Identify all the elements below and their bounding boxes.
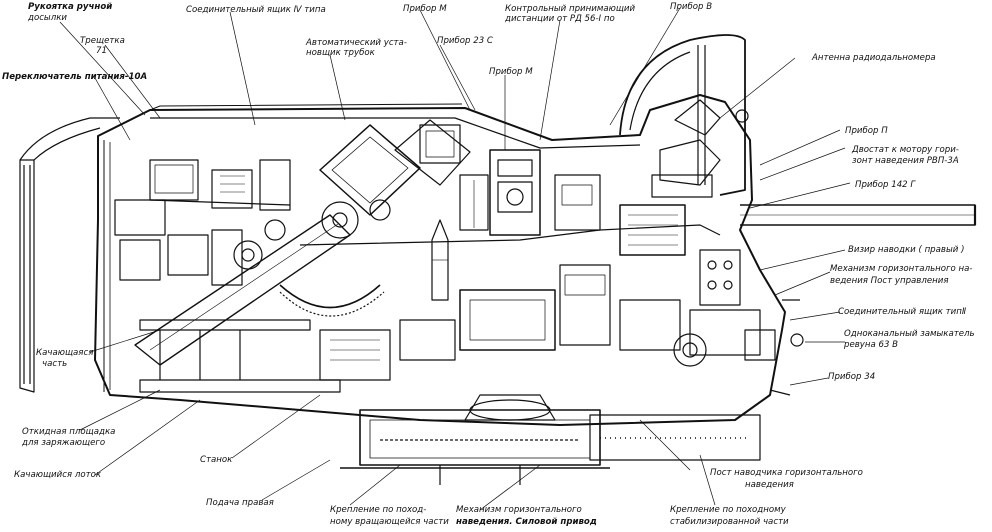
label-pribor-142g: Прибор 142 Г (855, 180, 916, 190)
label-pribor-m-1: Прибор М (403, 4, 447, 14)
label-mekh-gor-bottom-line2: наведения. Силовой привод (456, 517, 597, 527)
label-post-line2: наведения (745, 480, 794, 490)
left-shield-door (19, 117, 120, 393)
label-post-line1: Пост наводчика горизонтального (710, 468, 863, 478)
label-kreplenie-vrash-line2: ному вращающейся части (330, 517, 449, 527)
label-kreplenie-stab-line2: стабилизированной части (670, 517, 789, 527)
upper-left-equipment (114, 159, 291, 286)
right-instrument-boxes (619, 204, 776, 367)
label-podacha: Подача правая (206, 498, 274, 508)
label-odnokanal-line1: Одноканальный замыкатель (844, 329, 975, 339)
label-avtomat-line2: новщик трубок (306, 48, 375, 58)
center-instrument-cluster (459, 149, 601, 236)
leader-lines (59, 7, 851, 511)
label-pribor-23s: Прибор 23 С (437, 36, 493, 46)
label-stanok: Станок (200, 455, 233, 465)
fuze-setter-assembly (319, 119, 471, 239)
label-mekh-gor-line2: ведения Пост управления (830, 276, 949, 286)
label-otkid-line1: Откидная площадка (22, 427, 116, 437)
label-mekh-gor-line1: Механизм горизонтального на- (830, 264, 973, 274)
label-kreplenie-stab-line1: Крепление по походному (670, 505, 786, 515)
label-kreplenie-vrash-line1: Крепление по поход- (330, 505, 427, 515)
label-kontrol-line2: дистанции от РД 56-I по (505, 14, 615, 24)
label-avtomat-line1: Автоматический уста- (306, 38, 407, 48)
label-dvostat-line1: Двостат к мотору гори- (852, 145, 959, 155)
projectile (431, 219, 449, 301)
label-treshchetka-line1: Трещетка (80, 36, 125, 46)
label-pribor-v: Прибор В (670, 2, 713, 12)
label-soed-yashchik-right: Соединительный ящик типⅡ (838, 307, 967, 317)
label-kontrol-line1: Контрольный принимающий (505, 4, 636, 14)
label-rukoyatka-line1: Рукоятка ручной (28, 2, 113, 12)
label-pereklyuchatel: Переключатель питания-10А (2, 72, 148, 82)
label-pribor-p: Прибор П (845, 126, 888, 136)
label-kach-chast-line1: Качающаяся (36, 348, 94, 358)
label-odnokanal-line2: ревуна 63 В (844, 340, 899, 350)
lower-mechanisms (139, 264, 681, 393)
label-rukoyatka-line2: досылки (28, 13, 67, 23)
label-antenna: Антенна радиодальномера (812, 53, 936, 63)
right-side-fixtures (769, 299, 804, 396)
gun-barrel (740, 204, 977, 226)
label-otkid-line2: для заряжающего (22, 438, 106, 448)
label-vizir: Визир наводки ( правый ) (848, 245, 965, 255)
label-treshchetka-line2: 71 (96, 46, 107, 56)
label-pribor-34: Прибор 34 (828, 372, 876, 382)
radar-antenna-housing (619, 34, 749, 198)
label-dvostat-line2: зонт наведения РВП-3А (852, 156, 959, 166)
label-soed-yashchik-top: Соединительный ящик Ⅳ типа (186, 5, 326, 15)
label-kach-lotok: Качающийся лоток (14, 470, 102, 480)
label-pribor-m-2: Прибор М (489, 67, 533, 77)
label-mekh-gor-bottom-line1: Механизм горизонтального (456, 505, 582, 515)
cradle-loading-arm (134, 214, 385, 366)
slewing-ring-base (340, 394, 761, 485)
label-kach-chast-line2: часть (42, 359, 68, 369)
